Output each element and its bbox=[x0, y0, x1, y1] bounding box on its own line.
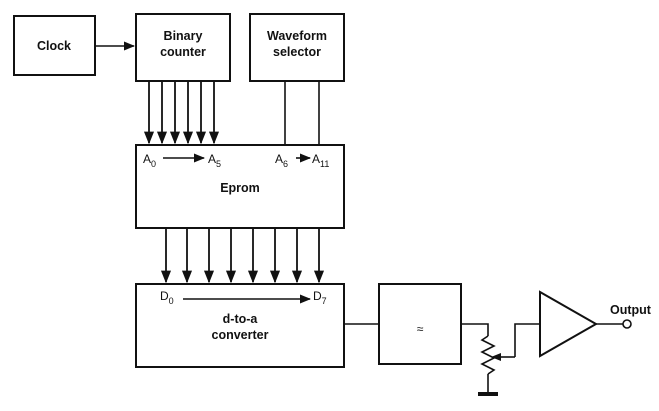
output-label: Output bbox=[610, 303, 652, 317]
pin-d7-label: D7 bbox=[313, 289, 327, 306]
dac-block: D0 D7 d-to-a converter bbox=[135, 283, 345, 368]
counter-label-line2: counter bbox=[160, 45, 206, 59]
wiper-to-amp-wire bbox=[514, 323, 540, 357]
clock-block: Clock bbox=[13, 15, 96, 76]
pin-a6-label: A6 bbox=[275, 152, 288, 169]
binary-counter-block: Binary counter bbox=[135, 13, 231, 82]
selector-label-line1: Waveform bbox=[267, 29, 327, 43]
eprom-block: A0 A5 A6 A11 Eprom bbox=[135, 144, 345, 229]
dac-label-line1: d-to-a bbox=[223, 312, 259, 326]
pin-a0-label: A0 bbox=[143, 152, 156, 169]
dac-label-line2: converter bbox=[212, 328, 269, 342]
data-bus bbox=[160, 228, 325, 284]
filter-to-pot-wire bbox=[461, 323, 489, 336]
filter-symbol: ≈ bbox=[417, 322, 424, 336]
address-bus-selector bbox=[284, 81, 320, 145]
output-terminal bbox=[622, 319, 632, 329]
address-bus-counter bbox=[143, 81, 220, 145]
pin-a11-label: A11 bbox=[312, 152, 329, 169]
filter-block: ≈ bbox=[378, 283, 462, 365]
counter-label-line1: Binary bbox=[164, 29, 203, 43]
clock-label: Clock bbox=[37, 39, 71, 53]
pin-a5-label: A5 bbox=[208, 152, 221, 169]
pin-d0-label: D0 bbox=[160, 289, 174, 306]
amplifier-triangle bbox=[539, 290, 599, 358]
selector-label-line2: selector bbox=[273, 45, 321, 59]
waveform-selector-block: Waveform selector bbox=[249, 13, 345, 82]
potentiometer bbox=[478, 335, 515, 396]
eprom-label: Eprom bbox=[220, 181, 260, 195]
